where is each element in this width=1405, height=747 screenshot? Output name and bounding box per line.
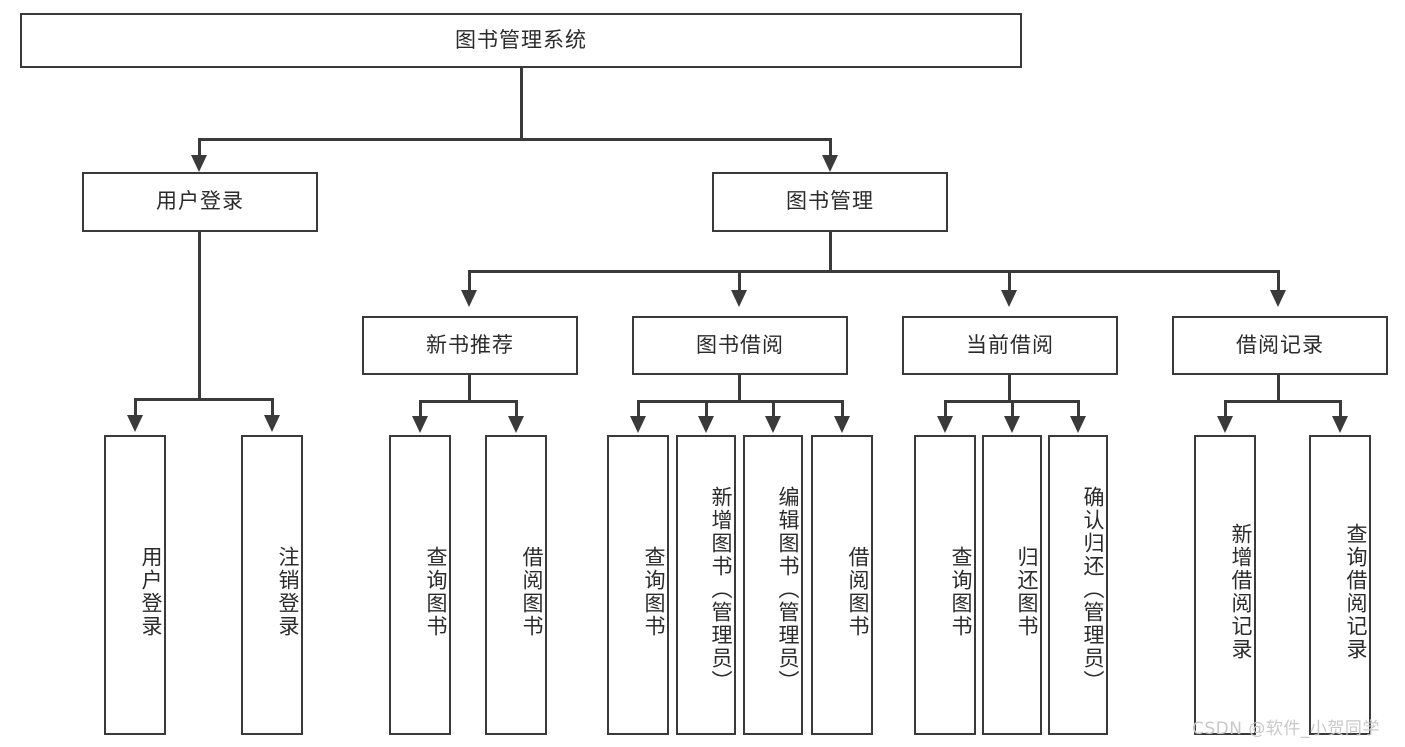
arrow-to-borrow-record	[1270, 290, 1286, 307]
node-current-borrow[interactable]: 当前借阅	[902, 316, 1118, 375]
leaf-current-borrow-confirm[interactable]: 确认归还（管理员）	[1048, 435, 1108, 735]
connector-book-borrow-drop-3	[772, 400, 775, 418]
connector-new-book-drop-2	[515, 400, 518, 418]
arrow-to-current-borrow	[1001, 290, 1017, 307]
leaf-user-login-logout[interactable]: 注销登录	[241, 435, 303, 735]
connector-current-borrow-drop-1	[944, 400, 947, 418]
node-book-management[interactable]: 图书管理	[712, 172, 948, 232]
leaf-user-login-login[interactable]: 用户登录	[104, 435, 166, 735]
node-label: 新书推荐	[426, 332, 514, 357]
node-label: 图书管理系统	[455, 27, 587, 52]
connector-new-book-drop-1	[419, 400, 422, 418]
connector-root-bar	[198, 138, 832, 141]
connector-book-borrow-stem	[738, 375, 741, 402]
node-label: 借阅图书	[846, 546, 870, 638]
leaf-book-borrow-edit[interactable]: 编辑图书（管理员）	[743, 435, 803, 735]
node-root-system[interactable]: 图书管理系统	[20, 13, 1022, 68]
arrow-to-new-book-recommend	[461, 290, 477, 307]
connector-borrow-record-stem	[1277, 375, 1280, 402]
leaf-borrow-record-add[interactable]: 新增借阅记录	[1194, 435, 1256, 735]
node-label: 查询借阅记录	[1344, 523, 1368, 661]
connector-book-borrow-bar	[637, 400, 841, 403]
node-label: 新增图书（管理员）	[709, 485, 733, 693]
arrow-borrow-record-leaf-1	[1217, 416, 1233, 433]
connector-book-borrow-drop-1	[637, 400, 640, 418]
node-label: 注销登录	[276, 546, 300, 638]
arrow-book-borrow-leaf-3	[765, 416, 781, 433]
connector-book-manage-drop-4	[1277, 270, 1280, 292]
arrow-book-borrow-leaf-4	[834, 416, 850, 433]
connector-book-manage-drop-2	[738, 270, 741, 292]
connector-user-login-bar	[134, 398, 271, 401]
arrow-book-borrow-leaf-1	[630, 416, 646, 433]
connector-user-login-drop-1	[134, 398, 137, 418]
arrow-current-borrow-leaf-2	[1004, 416, 1020, 433]
arrow-current-borrow-leaf-3	[1070, 416, 1086, 433]
leaf-new-book-borrow[interactable]: 借阅图书	[485, 435, 547, 735]
node-label: 当前借阅	[966, 332, 1054, 357]
connector-current-borrow-drop-3	[1077, 400, 1080, 418]
arrow-current-borrow-leaf-1	[937, 416, 953, 433]
node-label: 用户登录	[139, 546, 163, 638]
arrow-new-book-leaf-2	[508, 416, 524, 433]
connector-current-borrow-stem	[1008, 375, 1011, 402]
connector-user-login-drop-2	[271, 398, 274, 418]
node-borrow-record[interactable]: 借阅记录	[1172, 316, 1388, 375]
node-label: 确认归还（管理员）	[1081, 485, 1105, 693]
leaf-current-borrow-return[interactable]: 归还图书	[982, 435, 1042, 735]
arrow-root-to-user-login	[191, 155, 207, 172]
arrow-to-book-borrow	[731, 290, 747, 307]
connector-borrow-record-drop-1	[1224, 400, 1227, 418]
leaf-book-borrow-query[interactable]: 查询图书	[607, 435, 669, 735]
connector-new-book-stem	[468, 375, 471, 402]
leaf-current-borrow-query[interactable]: 查询图书	[914, 435, 976, 735]
node-label: 查询图书	[642, 546, 666, 638]
arrow-book-borrow-leaf-2	[698, 416, 714, 433]
node-label: 查询图书	[949, 546, 973, 638]
connector-book-manage-bar	[468, 270, 1278, 273]
node-new-book-recommend[interactable]: 新书推荐	[362, 316, 578, 375]
connector-book-manage-drop-1	[468, 270, 471, 292]
connector-borrow-record-drop-2	[1339, 400, 1342, 418]
connector-root-stem	[520, 68, 523, 138]
connector-book-borrow-drop-2	[705, 400, 708, 418]
connector-root-to-user-login	[198, 138, 201, 158]
node-label: 用户登录	[156, 189, 244, 214]
arrow-user-login-leaf-2	[264, 415, 280, 432]
node-label: 图书管理	[786, 189, 874, 214]
connector-book-manage-drop-3	[1008, 270, 1011, 292]
arrow-user-login-leaf-1	[127, 415, 143, 432]
node-label: 归还图书	[1015, 546, 1039, 638]
node-label: 编辑图书（管理员）	[776, 485, 800, 693]
arrow-new-book-leaf-1	[412, 416, 428, 433]
connector-root-to-book-manage	[829, 138, 832, 158]
connector-book-borrow-drop-4	[841, 400, 844, 418]
node-label: 借阅记录	[1236, 332, 1324, 357]
connector-new-book-bar	[419, 400, 517, 403]
node-label: 查询图书	[424, 546, 448, 638]
node-label: 借阅图书	[520, 546, 544, 638]
node-label: 图书借阅	[696, 332, 784, 357]
watermark-text: CSDN @软件_小贺同学	[1192, 719, 1380, 739]
node-user-login[interactable]: 用户登录	[82, 172, 318, 232]
connector-book-manage-stem	[829, 232, 832, 272]
leaf-borrow-record-query[interactable]: 查询借阅记录	[1309, 435, 1371, 735]
arrow-borrow-record-leaf-2	[1332, 416, 1348, 433]
node-book-borrow[interactable]: 图书借阅	[632, 316, 848, 375]
leaf-book-borrow-borrow[interactable]: 借阅图书	[811, 435, 873, 735]
connector-user-login-stem	[198, 232, 201, 400]
leaf-book-borrow-add[interactable]: 新增图书（管理员）	[676, 435, 736, 735]
arrow-root-to-book-manage	[822, 155, 838, 172]
connector-current-borrow-drop-2	[1011, 400, 1014, 418]
leaf-new-book-query[interactable]: 查询图书	[389, 435, 451, 735]
connector-borrow-record-bar	[1224, 400, 1341, 403]
node-label: 新增借阅记录	[1229, 523, 1253, 661]
